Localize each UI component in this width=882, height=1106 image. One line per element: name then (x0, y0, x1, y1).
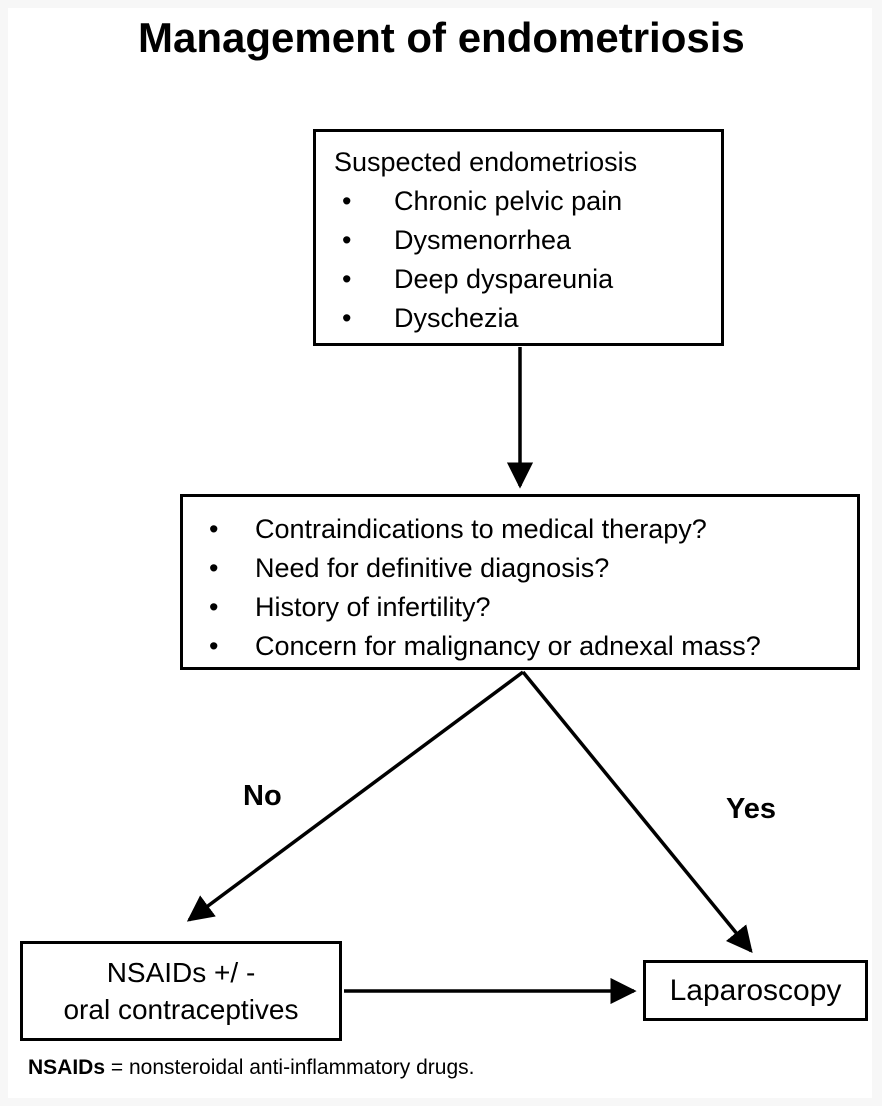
laparoscopy-label: Laparoscopy (669, 974, 842, 1007)
bullet-icon: • (342, 186, 352, 216)
list-item: • Need for definitive diagnosis? (197, 549, 847, 588)
bullet-icon: • (209, 592, 219, 622)
branch-label-no: No (243, 780, 282, 812)
nsaids-line2: oral contraceptives (63, 994, 299, 1025)
bullet-text: History of infertility? (255, 592, 491, 622)
box-suspected-bullet-list: • Chronic pelvic pain • Dysmenorrhea • D… (334, 182, 711, 338)
bullet-text: Contraindications to medical therapy? (255, 514, 707, 544)
list-item: • Dysmenorrhea (334, 221, 711, 260)
bullet-icon: • (342, 303, 352, 333)
bullet-icon: • (209, 631, 219, 661)
list-item: • Concern for malignancy or adnexal mass… (197, 627, 847, 666)
box-nsaids-oral-contraceptives: NSAIDs +/ - oral contraceptives (20, 941, 342, 1041)
list-item: • Dyschezia (334, 299, 711, 338)
bullet-text: Concern for malignancy or adnexal mass? (255, 631, 761, 661)
box-suspected-endometriosis: Suspected endometriosis • Chronic pelvic… (313, 129, 724, 346)
bullet-icon: • (342, 225, 352, 255)
footnote: NSAIDs = nonsteroidal anti-inflammatory … (28, 1056, 474, 1080)
footnote-definition: = nonsteroidal anti-inflammatory drugs. (105, 1056, 475, 1079)
bullet-text: Chronic pelvic pain (394, 186, 623, 216)
footnote-abbreviation: NSAIDs (28, 1056, 106, 1079)
box-laparoscopy: Laparoscopy (643, 960, 868, 1021)
page-title: Management of endometriosis (138, 14, 745, 61)
bullet-text: Dysmenorrhea (394, 225, 572, 255)
list-item: • Chronic pelvic pain (334, 182, 711, 221)
bullet-icon: • (209, 553, 219, 583)
box-questions-bullet-list: • Contraindications to medical therapy? … (197, 510, 847, 666)
bullet-text: Need for definitive diagnosis? (255, 553, 610, 583)
branch-label-yes: Yes (726, 793, 776, 825)
list-item: • Contraindications to medical therapy? (197, 510, 847, 549)
bullet-icon: • (342, 264, 352, 294)
box-decision-questions: • Contraindications to medical therapy? … (180, 494, 860, 670)
box-suspected-heading: Suspected endometriosis (334, 147, 638, 177)
bullet-text: Dyschezia (394, 303, 519, 333)
nsaids-line1: NSAIDs +/ - (106, 957, 256, 988)
list-item: • History of infertility? (197, 588, 847, 627)
bullet-text: Deep dyspareunia (394, 264, 614, 294)
bullet-icon: • (209, 514, 219, 544)
list-item: • Deep dyspareunia (334, 260, 711, 299)
